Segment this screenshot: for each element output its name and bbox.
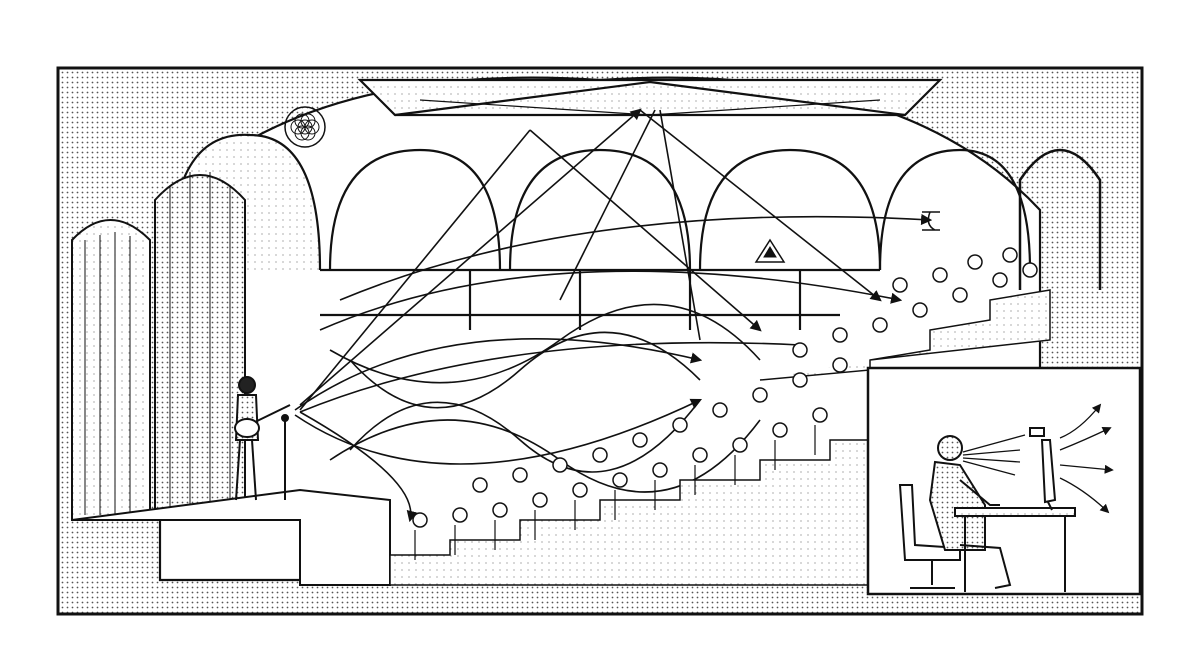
audience-row-4 (892, 247, 1018, 293)
inset-panel-computer-user (866, 366, 1142, 596)
audience-row-3 (792, 262, 1038, 358)
stage-curtain (71, 172, 246, 521)
arch-glyph (922, 211, 940, 231)
audience-row-1 (412, 407, 828, 528)
audience (389, 247, 1051, 586)
sound-waves (294, 108, 933, 523)
guitarist (234, 376, 291, 501)
audience-row-2 (472, 357, 848, 493)
triangle-glyph (754, 238, 786, 263)
flower-of-life-ornament (284, 106, 326, 148)
